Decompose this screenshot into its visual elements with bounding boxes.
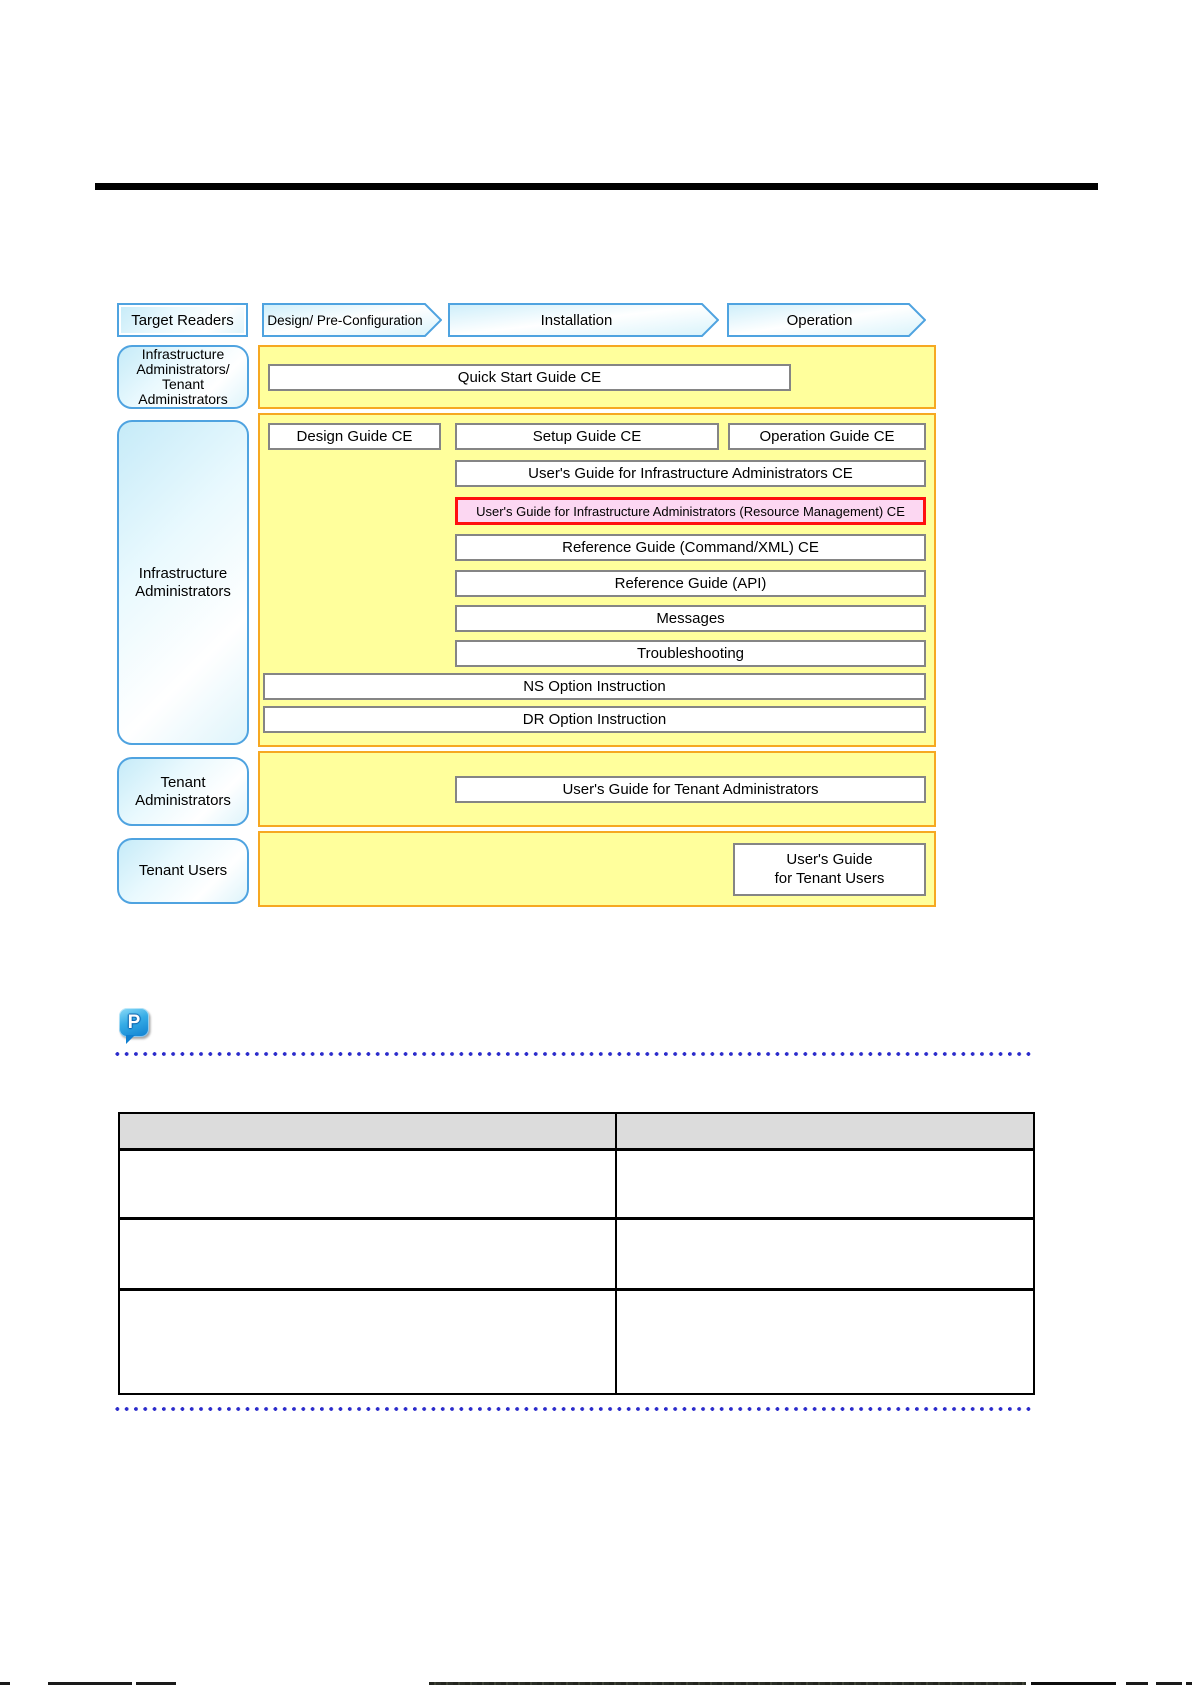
point-bubble-tail-icon [126, 1035, 135, 1044]
reader-box-tenant-admins: Tenant Administrators [117, 757, 249, 826]
guide-label: User's Guide for Infrastructure Administ… [528, 465, 853, 482]
guide-label: NS Option Instruction [523, 678, 666, 695]
reader-label: Tenant Administrators [135, 774, 231, 809]
page-edge-artifact [1186, 1682, 1192, 1685]
arrow-shape-icon [727, 303, 926, 337]
table-header-row [120, 1114, 1033, 1148]
guide-label: Setup Guide CE [532, 428, 642, 445]
page-edge-artifact [1126, 1682, 1148, 1685]
guide-box-setup: Setup Guide CE [455, 423, 719, 450]
guide-box-dr-option: DR Option Instruction [263, 706, 926, 733]
guide-box-troubleshooting: Troubleshooting [455, 640, 926, 667]
guide-box-ug-tenant-admins: User's Guide for Tenant Administrators [455, 776, 926, 803]
reader-box-infra-admins: Infrastructure Administrators [117, 420, 249, 745]
table-row [120, 1288, 1033, 1393]
phase-label-design: Design/ Pre-Configuration [267, 312, 423, 328]
point-letter: P [127, 1011, 141, 1033]
guide-label: User's Guide for Tenant Users [774, 850, 885, 887]
page-edge-artifact [48, 1682, 132, 1685]
target-readers-label: Target Readers [131, 311, 234, 329]
table-cell [120, 1220, 615, 1288]
manual-table [118, 1112, 1035, 1395]
guide-label: Operation Guide CE [759, 428, 895, 445]
guide-box-operation: Operation Guide CE [728, 423, 926, 450]
page-edge-artifact [1031, 1682, 1116, 1685]
phase-arrow-operation: Operation [727, 303, 926, 337]
table-header-cell [120, 1114, 615, 1148]
guide-label: Reference Guide (API) [614, 575, 767, 592]
point-icon: P [119, 1008, 159, 1048]
table-row [120, 1217, 1033, 1288]
guide-label: User's Guide for Infrastructure Administ… [476, 503, 905, 519]
guide-label: User's Guide for Tenant Administrators [562, 781, 819, 798]
guide-label: DR Option Instruction [522, 711, 667, 728]
phase-arrow-design: Design/ Pre-Configuration [262, 303, 442, 337]
reader-label: Infrastructure Administrators [135, 565, 231, 600]
dotted-separator-bottom [115, 1406, 1035, 1412]
guide-label: Troubleshooting [636, 645, 744, 662]
section-heading-rule [95, 183, 1098, 190]
phase-label-installation: Installation [540, 311, 613, 329]
table-cell [615, 1220, 1033, 1288]
phase-arrow-installation: Installation [448, 303, 719, 337]
guide-label: Messages [656, 610, 725, 627]
arrow-shape-icon [448, 303, 719, 337]
table-cell [615, 1151, 1033, 1217]
arrow-shape-icon [262, 303, 442, 337]
guide-box-ug-infra-admins-resource-mgmt-highlighted: User's Guide for Infrastructure Administ… [455, 497, 926, 525]
table-cell [120, 1151, 615, 1217]
page-edge-artifact [136, 1682, 176, 1685]
page-edge-artifact [0, 1682, 10, 1685]
guide-box-ug-infra-admins: User's Guide for Infrastructure Administ… [455, 460, 926, 487]
point-bubble-icon: P [119, 1008, 149, 1037]
dotted-separator-top [115, 1051, 1035, 1057]
phase-label-operation: Operation [786, 311, 853, 329]
table-cell [120, 1291, 615, 1393]
guide-label: Quick Start Guide CE [457, 369, 602, 386]
reader-label: Tenant Users [138, 862, 228, 880]
guide-box-design: Design Guide CE [268, 423, 441, 450]
target-readers-box: Target Readers [117, 303, 248, 337]
guide-box-quick-start: Quick Start Guide CE [268, 364, 791, 391]
guide-label: Reference Guide (Command/XML) CE [562, 539, 819, 556]
page-edge-artifact [1156, 1682, 1182, 1685]
table-row [120, 1148, 1033, 1217]
guide-box-ns-option: NS Option Instruction [263, 673, 926, 700]
page-edge-artifact [429, 1682, 1026, 1685]
guide-box-messages: Messages [455, 605, 926, 632]
guide-box-ref-api: Reference Guide (API) [455, 570, 926, 597]
guide-box-ug-tenant-users: User's Guide for Tenant Users [733, 843, 926, 896]
reader-box-infra-tenant-admins: Infrastructure Administrators/ Tenant Ad… [117, 345, 249, 409]
reader-label: Infrastructure Administrators/ Tenant Ad… [136, 346, 230, 407]
table-cell [615, 1291, 1033, 1393]
table-header-cell [615, 1114, 1033, 1148]
guide-box-ref-cmd-xml: Reference Guide (Command/XML) CE [455, 534, 926, 561]
guide-label: Design Guide CE [296, 428, 413, 445]
reader-box-tenant-users: Tenant Users [117, 838, 249, 904]
